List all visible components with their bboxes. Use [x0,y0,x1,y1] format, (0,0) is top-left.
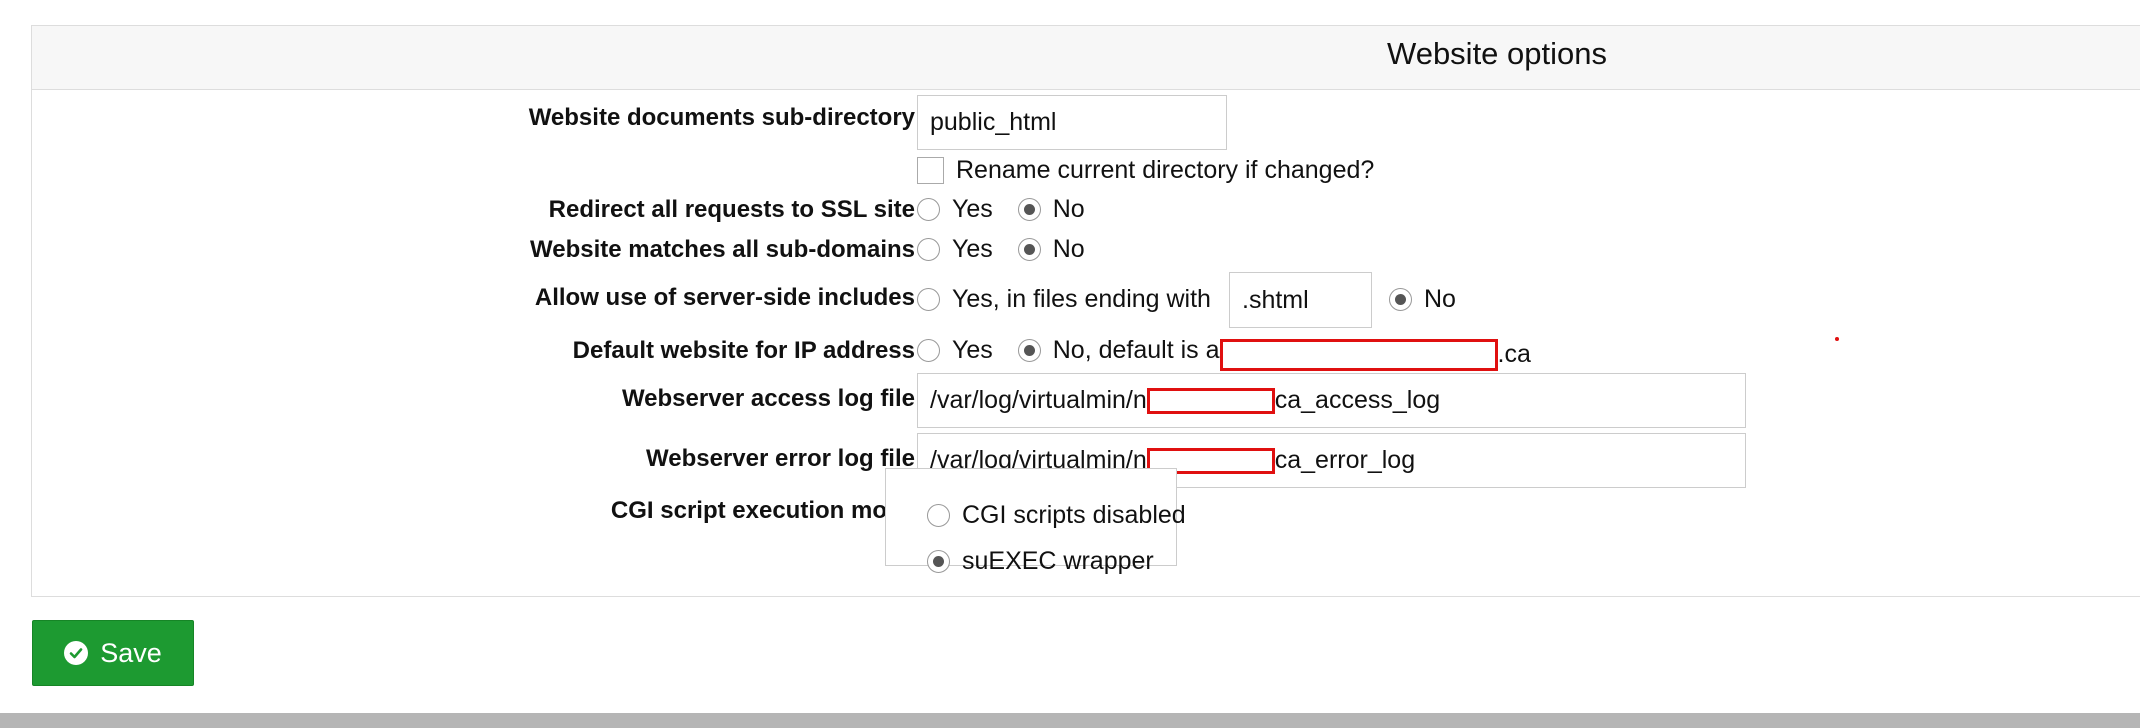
ssi-yes-radio[interactable] [917,288,940,311]
access-log-label: Webserver access log file [621,385,915,412]
cgi-disabled-option[interactable]: CGI scripts disabled [927,501,1186,530]
red-dot [1835,337,1839,341]
cgi-suexec-radio[interactable] [927,550,950,573]
ssi-yes-option[interactable]: Yes, in files ending with [917,285,1211,314]
redacted-error-log-name [1146,447,1275,474]
subdomains-label: Website matches all sub-domains [530,236,915,263]
subdomains-options: Yes No [917,235,1085,268]
bottom-bar [0,713,2140,728]
subdomains-yes-option[interactable]: Yes [917,235,993,264]
check-circle-icon [64,641,89,665]
subdomains-yes-radio[interactable] [917,238,940,261]
save-button-label: Save [100,637,162,668]
default-site-yes-radio[interactable] [917,339,940,362]
rename-dir-label: Rename current directory if changed? [956,156,1375,184]
error-log-label: Webserver error log file [646,445,915,472]
subdomains-no-option[interactable]: No [1017,235,1085,264]
ssl-redirect-yes-radio[interactable] [917,198,940,221]
default-site-yes-option[interactable]: Yes [917,336,993,365]
panel-title: Website options [1387,36,1607,71]
rename-dir-option[interactable]: Rename current directory if changed? [917,156,1374,185]
save-button[interactable]: Save [32,620,194,686]
docs-subdir-input[interactable]: public_html [917,95,1227,150]
default-site-label: Default website for IP address [572,337,915,364]
rename-dir-checkbox[interactable] [917,157,944,184]
cgi-mode-label: CGI script execution mode [610,497,915,524]
ssl-redirect-label: Redirect all requests to SSL site [548,196,915,223]
cgi-suexec-option[interactable]: suEXEC wrapper [927,547,1154,576]
ssl-redirect-no-option[interactable]: No [1017,195,1085,224]
redacted-domain [1219,339,1498,372]
ssi-no-radio[interactable] [1389,288,1412,311]
panel-header: Website options [32,26,2140,90]
subdomains-no-radio[interactable] [1017,238,1041,261]
ssi-no-option[interactable]: No [1389,285,1456,314]
ssi-extension-input[interactable]: .shtml [1229,272,1372,328]
ssl-redirect-yes-option[interactable]: Yes [917,195,993,224]
redacted-access-log-name [1146,387,1275,414]
default-site-no-radio[interactable] [1017,339,1041,362]
ssl-redirect-no-radio[interactable] [1017,198,1041,221]
default-site-options: Yes No, default is a .ca [917,336,1531,372]
docs-subdir-label: Website documents sub-directory [528,104,915,131]
ssi-label: Allow use of server-side includes [534,284,915,311]
cgi-disabled-radio[interactable] [927,504,950,527]
ssl-redirect-options: Yes No [917,195,1085,228]
default-site-no-option[interactable]: No, default is a [1017,336,1220,365]
